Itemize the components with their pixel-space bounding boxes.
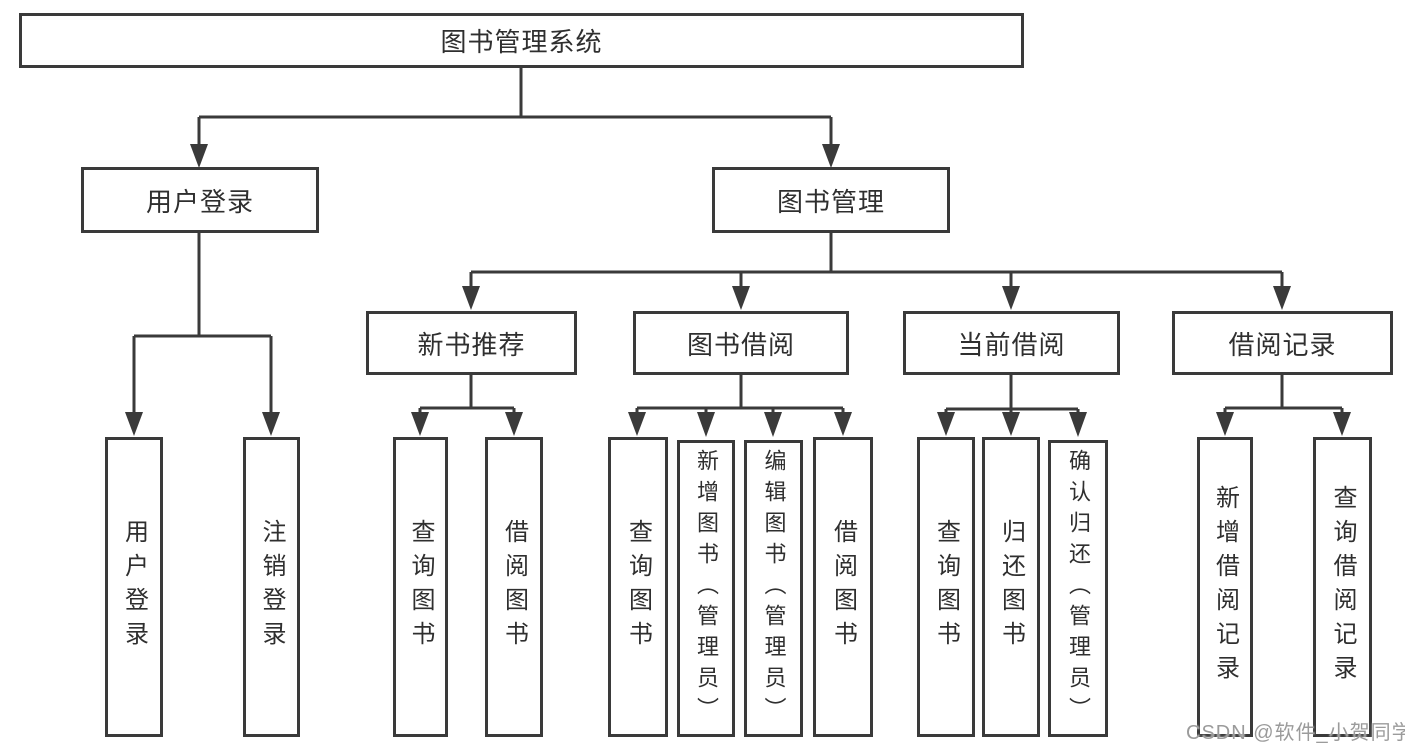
leaf-logout: 注销登录 bbox=[243, 437, 300, 737]
node-label: 查询图书 bbox=[407, 519, 434, 655]
leaf-add-borrow-record: 新增借阅记录 bbox=[1197, 437, 1253, 737]
arrowhead-borrowing-records bbox=[1273, 286, 1291, 310]
arrowhead-user-login bbox=[190, 144, 208, 168]
arrowhead-book-management bbox=[822, 144, 840, 168]
leaf-edit-book-admin: 编辑图书（管理员） bbox=[744, 440, 803, 737]
leaf-query-borrow-record: 查询借阅记录 bbox=[1313, 437, 1372, 737]
node-label: 图书管理系统 bbox=[440, 27, 603, 57]
node-current-borrowing: 当前借阅 bbox=[903, 311, 1120, 375]
node-label: 查询图书 bbox=[624, 519, 652, 655]
arrowhead-leaf-user-login bbox=[125, 412, 143, 436]
node-book-borrowing: 图书借阅 bbox=[633, 311, 849, 375]
connector-book-management-to-level3 bbox=[462, 232, 1291, 310]
leaf-user-login: 用户登录 bbox=[105, 437, 163, 737]
leaf-borrow-books-borrowing: 借阅图书 bbox=[813, 437, 873, 737]
arrowhead-new-book-recommendation bbox=[462, 286, 480, 310]
connector-new-book-recommendation-to-leaves bbox=[411, 375, 523, 436]
leaf-query-books-recommend: 查询图书 bbox=[393, 437, 448, 737]
leaf-add-book-admin: 新增图书（管理员） bbox=[677, 440, 735, 737]
node-label: 用户登录 bbox=[145, 186, 254, 217]
csdn-watermark: CSDN @软件_小贺同学 bbox=[1186, 722, 1405, 744]
node-label: 用户登录 bbox=[120, 519, 148, 655]
node-label: 新增图书（管理员） bbox=[694, 449, 719, 728]
node-label: 新增借阅记录 bbox=[1211, 485, 1239, 689]
leaf-return-books: 归还图书 bbox=[982, 437, 1040, 737]
connector-user-login-to-leaves bbox=[125, 232, 280, 436]
leaf-query-books-borrowing: 查询图书 bbox=[608, 437, 668, 737]
node-borrowing-records: 借阅记录 bbox=[1172, 311, 1393, 375]
node-label: 图书借阅 bbox=[686, 329, 795, 360]
arrowhead-leaf-logout bbox=[262, 412, 280, 436]
node-label: 图书管理 bbox=[776, 186, 885, 217]
node-label: 借阅记录 bbox=[1228, 329, 1337, 360]
connector-root-to-level2 bbox=[190, 67, 840, 168]
node-book-management: 图书管理 bbox=[712, 167, 950, 233]
connector-current-borrowing-to-leaves bbox=[937, 375, 1087, 437]
node-label: 查询图书 bbox=[932, 519, 960, 655]
connector-borrowing-records-to-leaves bbox=[1216, 375, 1351, 436]
node-label: 编辑图书（管理员） bbox=[761, 449, 787, 728]
node-label: 借阅图书 bbox=[829, 519, 857, 655]
node-new-book-recommendation: 新书推荐 bbox=[366, 311, 577, 375]
node-label: 归还图书 bbox=[997, 519, 1025, 655]
node-label: 新书推荐 bbox=[417, 329, 526, 360]
arrowhead-current-borrowing bbox=[1002, 286, 1020, 310]
node-label: 当前借阅 bbox=[957, 329, 1066, 360]
node-label: 确认归还（管理员） bbox=[1066, 449, 1091, 728]
node-label: 注销登录 bbox=[258, 519, 285, 655]
leaf-query-books-current: 查询图书 bbox=[917, 437, 975, 737]
node-label: 借阅图书 bbox=[500, 519, 528, 655]
node-library-management-system: 图书管理系统 bbox=[19, 13, 1024, 68]
node-label: 查询借阅记录 bbox=[1329, 485, 1356, 689]
arrowhead-book-borrowing bbox=[732, 286, 750, 310]
connector-book-borrowing-to-leaves bbox=[628, 375, 852, 437]
leaf-confirm-return-admin: 确认归还（管理员） bbox=[1048, 440, 1108, 737]
leaf-borrow-books-recommend: 借阅图书 bbox=[485, 437, 543, 737]
node-user-login: 用户登录 bbox=[81, 167, 319, 233]
